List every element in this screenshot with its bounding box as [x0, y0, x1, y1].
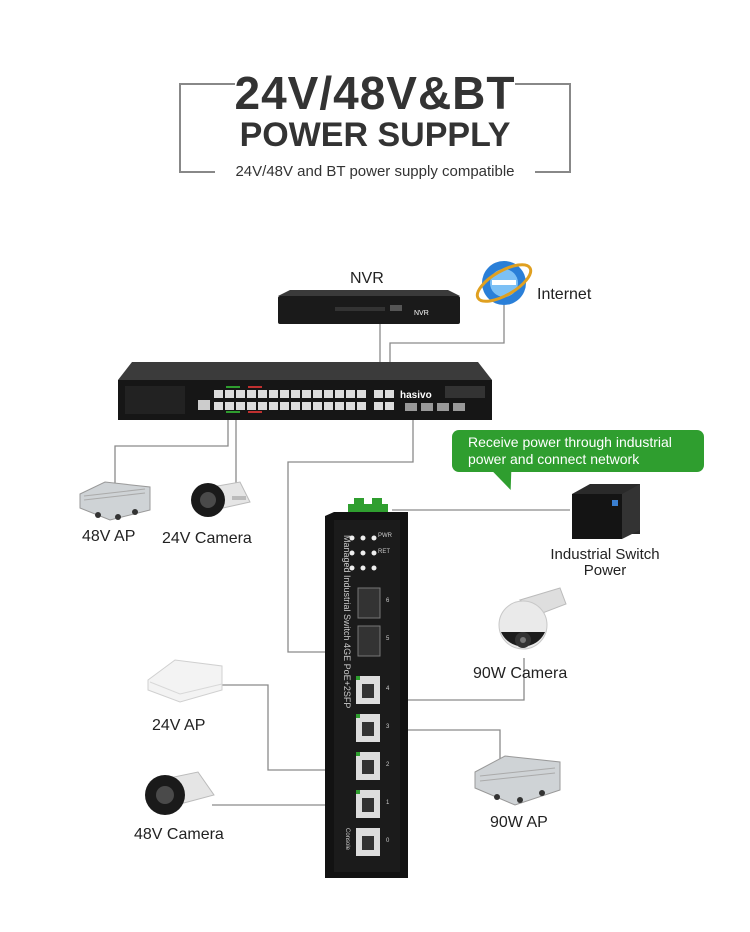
subtitle: 24V/48V and BT power supply compatible	[0, 163, 750, 180]
camera-24v-label: 24V Camera	[162, 530, 252, 547]
pwr-label: PWR	[378, 533, 392, 539]
main-switch	[118, 362, 492, 420]
industrial-switch-label-text: Managed Industrial Switch 4GE PoE+2SFP	[342, 535, 352, 709]
ap-48v-label: 48V AP	[82, 528, 136, 545]
camera-48v-device	[145, 771, 215, 815]
port-label-5: 5	[386, 636, 390, 642]
switch-brand: hasivo	[400, 390, 432, 401]
connection-lines	[114, 305, 570, 806]
camera-24v-device	[191, 481, 251, 517]
camera-48v-label: 48V Camera	[134, 826, 224, 843]
port-label-6: 6	[386, 598, 390, 604]
port-label-1: 1	[386, 800, 390, 806]
port-label-4: 4	[386, 686, 390, 692]
industrial-power-device	[572, 484, 640, 539]
console-label-text: Console	[344, 828, 350, 851]
industrial-switch-label: Managed Industrial Switch 4GE PoE+2SFP	[342, 535, 352, 708]
port-label-2: 2	[386, 762, 390, 768]
ret-label: RET	[378, 549, 390, 555]
callout-line1: Receive power through industrial	[468, 434, 672, 450]
ap-48v-device	[79, 481, 151, 521]
ap-24v-device	[147, 659, 223, 703]
ap-24v-label: 24V AP	[152, 717, 206, 734]
subtitle-text: 24V/48V and BT power supply compatible	[225, 163, 525, 180]
camera-90w-label: 90W Camera	[473, 665, 568, 682]
nvr-badge: NVR	[414, 310, 429, 317]
title-frame-left	[179, 83, 235, 173]
ap-90w-label: 90W AP	[490, 814, 548, 831]
callout-line2: power and connect network	[468, 451, 640, 467]
title-line2: POWER SUPPLY	[239, 116, 511, 154]
title-line1: 24V/48V&BT	[234, 67, 516, 119]
internet-globe-icon	[475, 261, 533, 305]
port-label-3: 3	[386, 724, 390, 730]
ap-90w-device	[474, 755, 561, 806]
industrial-power-label-line1: Industrial Switch	[550, 546, 660, 563]
industrial-power-label: Industrial Switch Power	[530, 547, 680, 579]
internet-label: Internet	[537, 286, 592, 303]
industrial-power-label-line2: Power	[583, 562, 627, 579]
industrial-switch	[325, 498, 408, 878]
port-label-0: 0	[386, 838, 390, 844]
console-label: Console	[344, 828, 350, 850]
title-frame-right	[515, 83, 571, 173]
nvr-device	[278, 290, 460, 324]
nvr-label: NVR	[350, 270, 384, 287]
power-callout: Receive power through industrial power a…	[452, 430, 704, 472]
camera-90w-device	[498, 587, 567, 650]
